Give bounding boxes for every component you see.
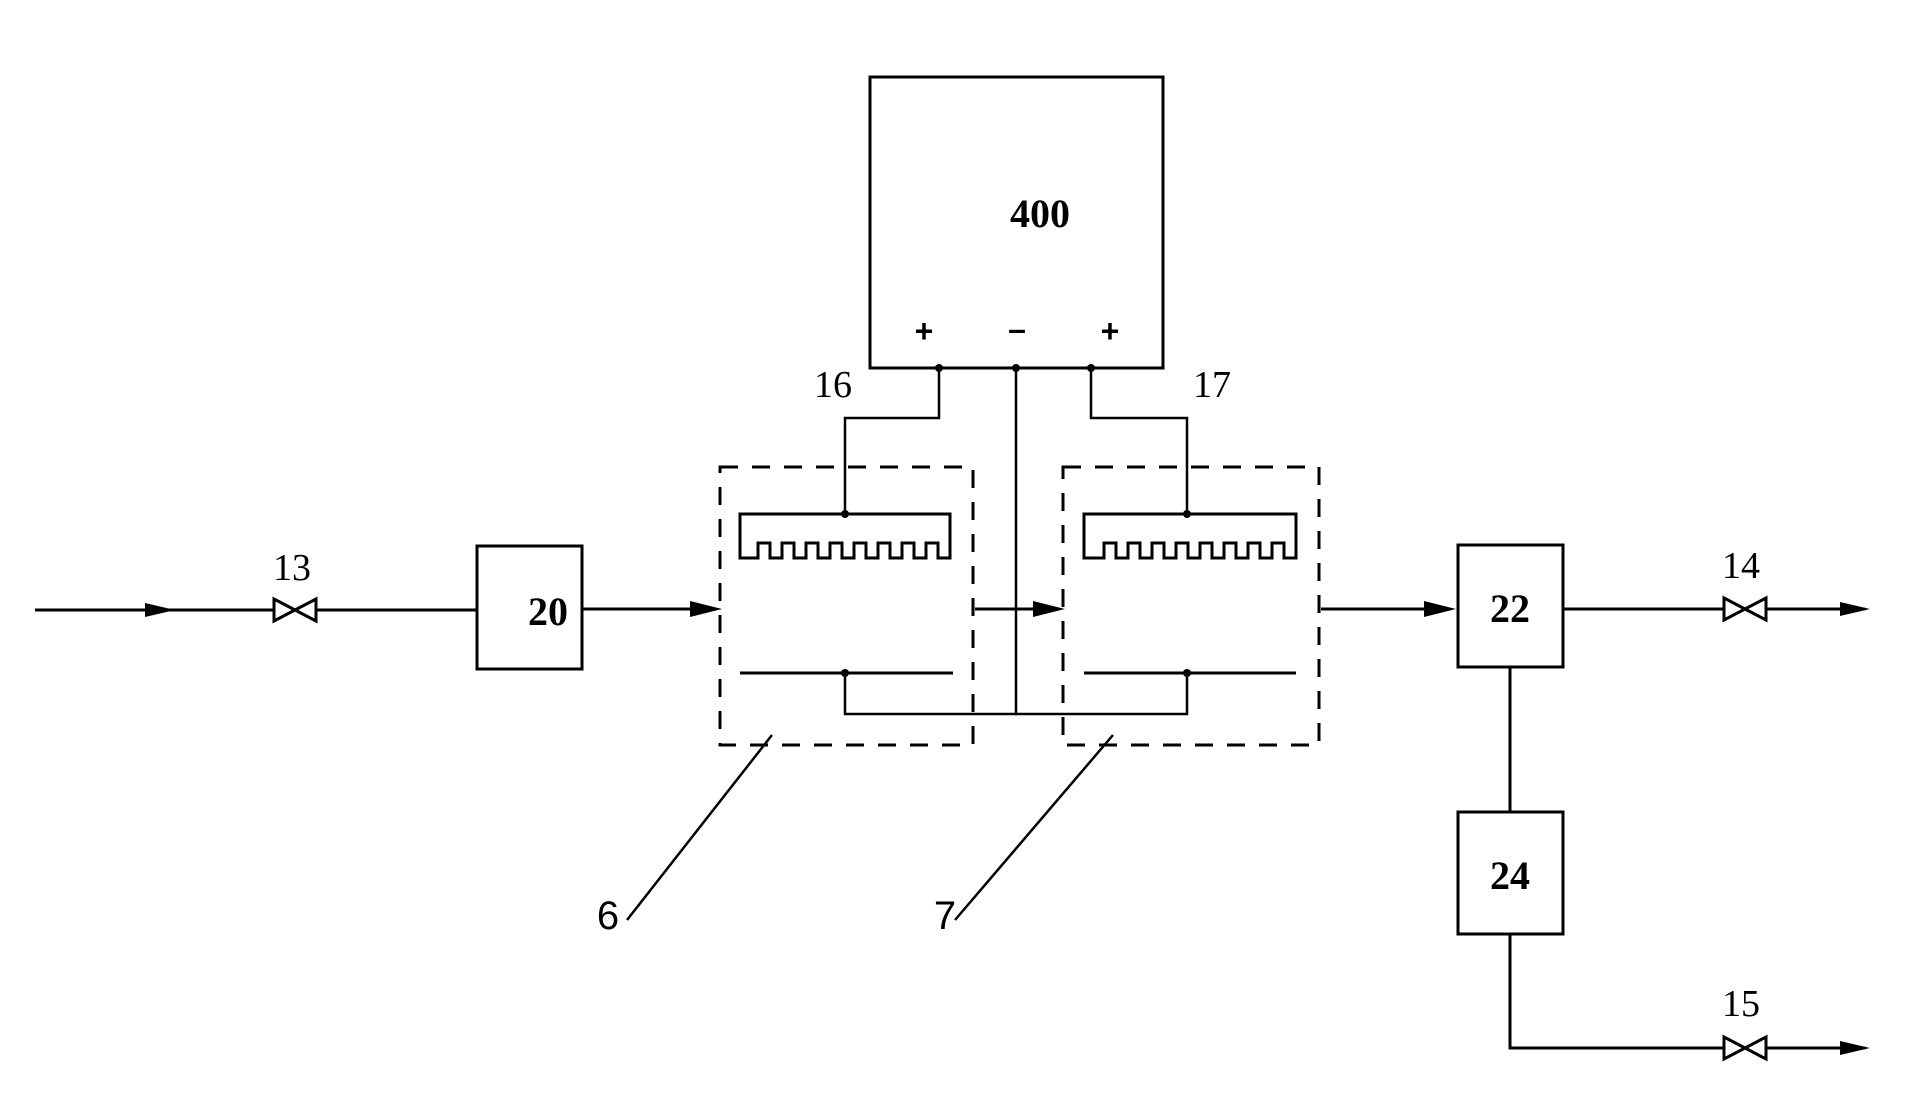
positive-terminal-right: + bbox=[1101, 313, 1120, 349]
unit-22: 22 bbox=[1456, 543, 1565, 669]
unit-20: 20 bbox=[475, 544, 584, 671]
electrical-wiring: 16 17 bbox=[814, 364, 1231, 716]
unit-20-label: 20 bbox=[528, 589, 568, 634]
terminal-dot-left bbox=[935, 364, 943, 372]
power-supply-label: 400 bbox=[1010, 191, 1070, 236]
valve-14-icon bbox=[1722, 595, 1768, 623]
anode-plate-6 bbox=[738, 512, 952, 560]
unit-24: 24 bbox=[1456, 810, 1565, 936]
arrow-into-cell-7-icon bbox=[1033, 601, 1065, 617]
cell-6-label: 6 bbox=[597, 894, 619, 938]
valve-15-icon bbox=[1722, 1034, 1768, 1062]
lead-17-wire bbox=[1089, 368, 1189, 514]
cell-7-label: 7 bbox=[934, 894, 956, 938]
cell-6: 6 bbox=[597, 465, 975, 938]
lead-16-wire bbox=[843, 368, 941, 514]
terminal-dot-mid bbox=[1012, 364, 1020, 372]
valve-13-label: 13 bbox=[273, 547, 311, 589]
valve-13-icon bbox=[272, 596, 318, 624]
anode-plate-7 bbox=[1082, 512, 1298, 560]
lead-16-label: 16 bbox=[814, 364, 852, 406]
arrow-into-cell-6-icon bbox=[690, 601, 722, 617]
inlet-arrow-icon bbox=[145, 603, 175, 617]
cell-7-boundary bbox=[1061, 465, 1321, 747]
outlet-15-pipe bbox=[1508, 934, 1865, 1050]
power-supply-box bbox=[868, 75, 1165, 370]
power-supply-400: 400 + – + bbox=[868, 75, 1165, 370]
cell-6-leader-line bbox=[626, 734, 773, 921]
positive-terminal-left: + bbox=[915, 313, 934, 349]
valve-15-label: 15 bbox=[1722, 983, 1760, 1025]
negative-terminal: – bbox=[1008, 311, 1026, 347]
cell-7-leader-line bbox=[954, 734, 1114, 921]
cell-6-boundary bbox=[718, 465, 975, 747]
outlet-15-line: 15 bbox=[1508, 934, 1870, 1062]
cathode-bus-wire bbox=[843, 673, 1189, 716]
inlet-line: 13 bbox=[35, 547, 477, 624]
outlet-14-line: 14 bbox=[1563, 545, 1870, 623]
process-flow-lines bbox=[582, 601, 1456, 617]
outlet-14-arrow-icon bbox=[1840, 602, 1870, 616]
unit-20-box bbox=[475, 544, 584, 671]
terminal-dot-right bbox=[1087, 364, 1095, 372]
unit-24-box bbox=[1456, 810, 1565, 936]
lead-17-label: 17 bbox=[1193, 364, 1231, 406]
unit-22-label: 22 bbox=[1490, 586, 1530, 631]
valve-14-label: 14 bbox=[1722, 545, 1760, 587]
cell-7: 7 bbox=[934, 465, 1321, 938]
unit-24-label: 24 bbox=[1490, 853, 1530, 898]
arrow-into-22-icon bbox=[1424, 601, 1456, 617]
outlet-15-arrow-icon bbox=[1840, 1041, 1870, 1055]
unit-22-box bbox=[1456, 543, 1565, 669]
